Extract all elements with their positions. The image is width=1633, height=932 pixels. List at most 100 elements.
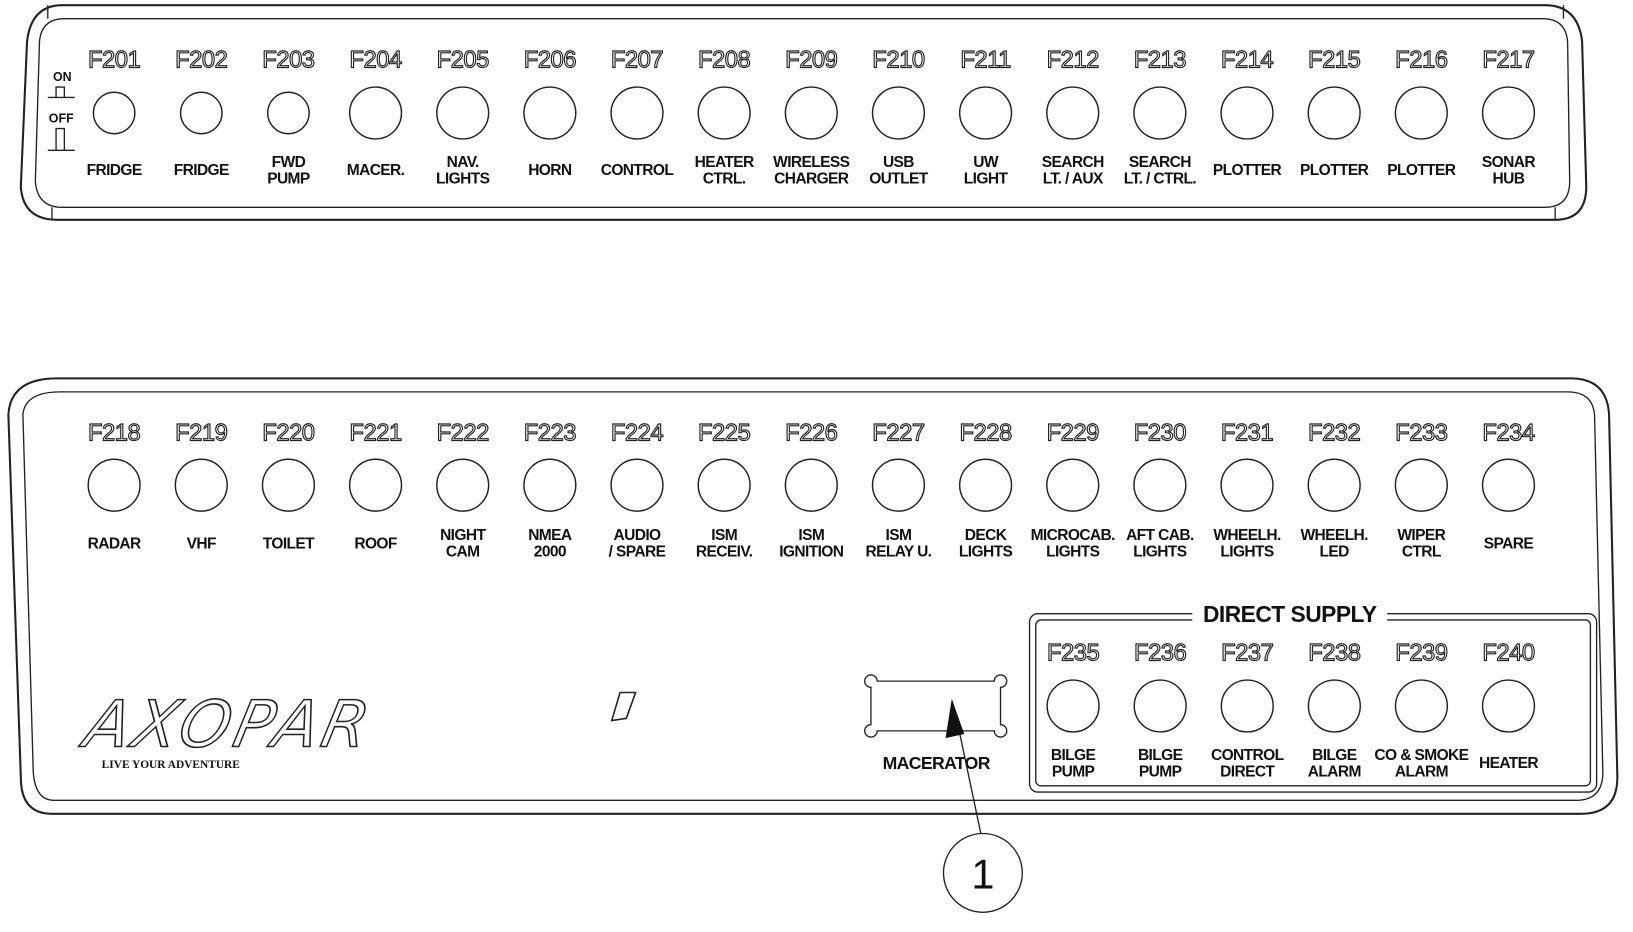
- direct-supply-group: DIRECT SUPPLY F235BILGEPUMPF236BILGEPUMP…: [1028, 601, 1598, 793]
- fuse-switch-button[interactable]: [1046, 458, 1100, 512]
- fuse-switch-button[interactable]: [1307, 86, 1361, 140]
- fuse-code: F223: [524, 420, 577, 447]
- macerator-socket[interactable]: MACERATOR: [864, 674, 1008, 773]
- fuse-label: LT. / AUX: [1043, 170, 1104, 187]
- fuse-switch-button[interactable]: [1220, 679, 1274, 733]
- fuse-switch-button[interactable]: [523, 86, 577, 140]
- fuse-switch-button[interactable]: [1481, 458, 1536, 512]
- fuse-switch-button[interactable]: [958, 86, 1013, 140]
- fuse-switch-button[interactable]: [871, 458, 926, 512]
- macerator-label: MACERATOR: [883, 753, 991, 773]
- fuse-label: WIPER: [1397, 527, 1445, 544]
- off-label: OFF: [49, 111, 74, 125]
- fuse-code: F215: [1308, 46, 1361, 73]
- callout-number: 1: [971, 850, 994, 897]
- fuse-switch-button[interactable]: [87, 458, 141, 512]
- fuse-switch-button[interactable]: [1394, 458, 1448, 512]
- fuse-switch-button[interactable]: [174, 458, 228, 512]
- fuse-code: F209: [785, 46, 838, 73]
- switch-on-icon: [47, 86, 75, 99]
- top-panel: F201FRIDGEF202FRIDGEF203FWDPUMPF204MACER…: [19, 4, 1588, 221]
- fuse-switch-button[interactable]: [610, 458, 664, 512]
- fuse-switch-button[interactable]: [784, 86, 838, 140]
- fuse-switch-button[interactable]: [1307, 458, 1361, 512]
- fuse-label: CHARGER: [774, 170, 849, 187]
- fuse-code: F217: [1482, 46, 1535, 73]
- fuse-switch-button[interactable]: [1394, 86, 1448, 140]
- fuse-switch-button[interactable]: [1220, 458, 1274, 512]
- fuse-switch-button[interactable]: [1046, 679, 1100, 733]
- fuse-label: NMEA: [528, 527, 572, 544]
- fuse-code: F224: [611, 420, 664, 447]
- fuse-code: F238: [1308, 639, 1361, 666]
- fuse-code: F231: [1221, 420, 1274, 447]
- fuse-switch-button[interactable]: [697, 86, 751, 140]
- fuse-switch-button[interactable]: [784, 458, 838, 512]
- fuse-label: CTRL: [1402, 544, 1442, 561]
- fuse-code: F221: [349, 420, 402, 447]
- fuse-switch-button[interactable]: [436, 458, 490, 512]
- fuse-switch-button[interactable]: [1307, 679, 1361, 733]
- fuse-switch-button[interactable]: [348, 86, 403, 140]
- fuse-label: LIGHTS: [959, 544, 1013, 561]
- switch-legend: ON OFF: [47, 70, 75, 151]
- fuse-switch-button[interactable]: [1046, 86, 1100, 140]
- fuse-switch-button[interactable]: [1133, 458, 1187, 512]
- fuse-label: FRIDGE: [87, 162, 142, 179]
- fuse-code: F205: [437, 46, 490, 73]
- fuse-label: CAM: [446, 544, 480, 561]
- fuse-label: HEATER: [695, 154, 754, 171]
- fuse-code: F212: [1047, 46, 1100, 73]
- fuse-switch-button[interactable]: [92, 91, 136, 135]
- fuse-label: CO & SMOKE: [1374, 747, 1468, 764]
- fuse-label: / SPARE: [609, 544, 666, 561]
- fuse-label: 2000: [534, 544, 567, 561]
- fuse-code: F229: [1047, 420, 1100, 447]
- fuse-label: DECK: [965, 527, 1008, 544]
- fuse-code: F213: [1134, 46, 1187, 73]
- fuse-switch-button[interactable]: [610, 86, 664, 140]
- fuse-switch-button[interactable]: [697, 458, 751, 512]
- fuse-label: MICROCAB.: [1031, 527, 1116, 544]
- fuse-switch-button[interactable]: [1394, 679, 1449, 733]
- fuse-switch-button[interactable]: [1481, 679, 1536, 733]
- fuse-switch-button[interactable]: [179, 91, 223, 135]
- fuse-label: TOILET: [263, 535, 315, 552]
- fuse-label: NAV.: [447, 154, 479, 171]
- fuse-switch-button[interactable]: [1481, 86, 1536, 140]
- fuse-label: OUTLET: [869, 170, 929, 187]
- fuse-code: F235: [1047, 639, 1100, 666]
- fuse-switch-button[interactable]: [266, 91, 310, 135]
- fuse-switch-button[interactable]: [261, 458, 316, 512]
- fuse-code: F214: [1221, 46, 1274, 73]
- fuse-label: PLOTTER: [1387, 162, 1456, 179]
- fuse-switch-button[interactable]: [1133, 679, 1187, 733]
- fuse-switch-button[interactable]: [436, 86, 490, 140]
- fuse-switch-button[interactable]: [958, 458, 1013, 512]
- fuse-code: F202: [175, 46, 228, 73]
- fuse-switch-button[interactable]: [1220, 86, 1274, 140]
- fuse-switch-button[interactable]: [1133, 86, 1187, 140]
- fuse-switch-button[interactable]: [523, 458, 577, 512]
- fuse-switch-button[interactable]: [871, 86, 926, 140]
- fuse-label: BILGE: [1051, 747, 1096, 764]
- fuse-label: BILGE: [1312, 747, 1357, 764]
- fuse-switch-button[interactable]: [348, 458, 403, 512]
- fuse-label: DIRECT: [1220, 763, 1275, 780]
- fuse-label: SONAR: [1482, 154, 1535, 171]
- fuse-label: SEARCH: [1042, 154, 1104, 171]
